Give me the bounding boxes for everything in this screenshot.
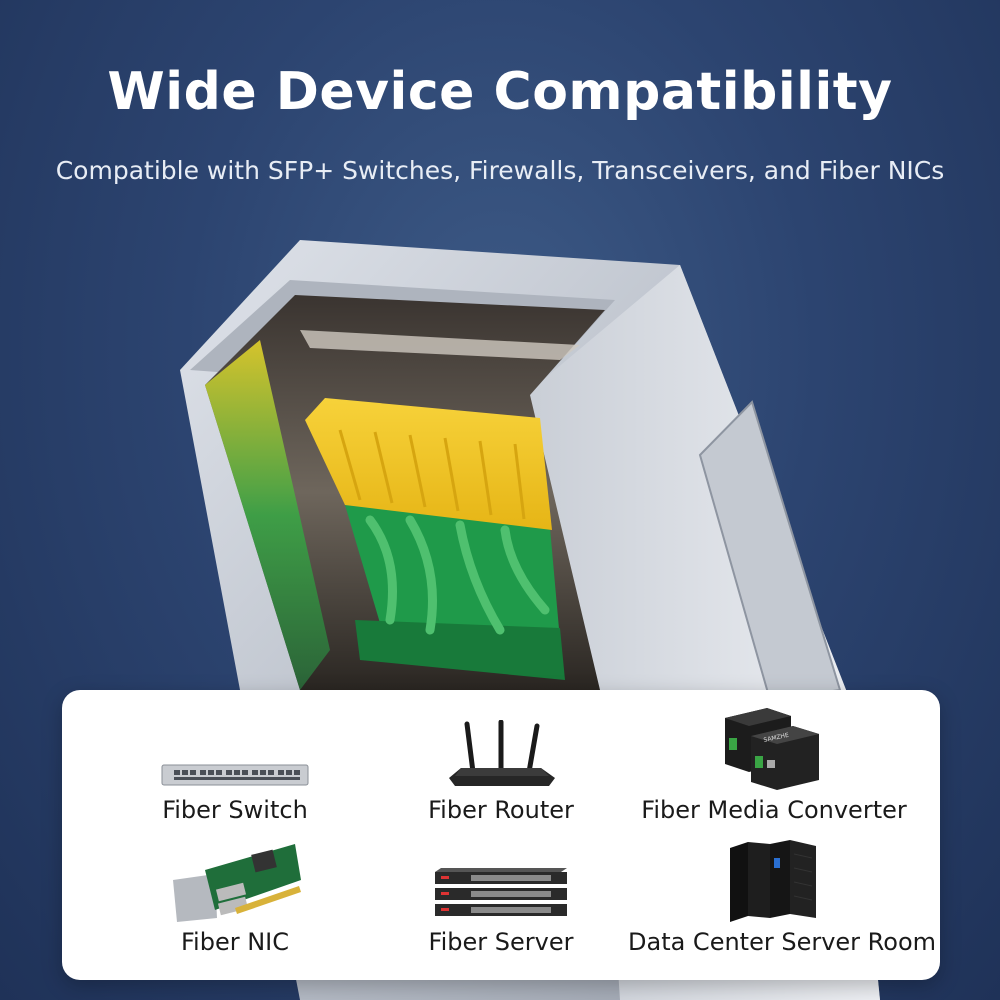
page-subtitle: Compatible with SFP+ Switches, Firewalls… [55, 156, 945, 185]
device-label: Fiber Router [428, 796, 574, 824]
device-label: Data Center Server Room [628, 928, 937, 956]
device-fiber-nic: Fiber NIC [89, 840, 381, 956]
page-title: Wide Device Compatibility [107, 62, 893, 122]
device-label: Fiber Server [428, 928, 574, 956]
server-room-icon [730, 840, 816, 922]
device-panel: Fiber Switch Fiber Router SAMZHE Fiber M… [62, 690, 940, 980]
fiber-nic-icon [173, 844, 301, 922]
fiber-router-icon [449, 720, 555, 786]
device-fiber-router: Fiber Router [355, 720, 647, 824]
media-converter-icon: SAMZHE [725, 708, 819, 790]
device-label: Fiber Media Converter [641, 796, 907, 824]
device-server-room: Data Center Server Room [628, 838, 937, 956]
device-fiber-switch: Fiber Switch [89, 760, 381, 824]
device-fiber-server: Fiber Server [355, 866, 647, 956]
fiber-switch-icon [161, 764, 309, 786]
device-media-converter: SAMZHE Fiber Media Converter [628, 704, 920, 824]
device-label: Fiber NIC [180, 928, 289, 956]
fiber-server-icon [435, 868, 567, 916]
device-label: Fiber Switch [162, 796, 308, 824]
